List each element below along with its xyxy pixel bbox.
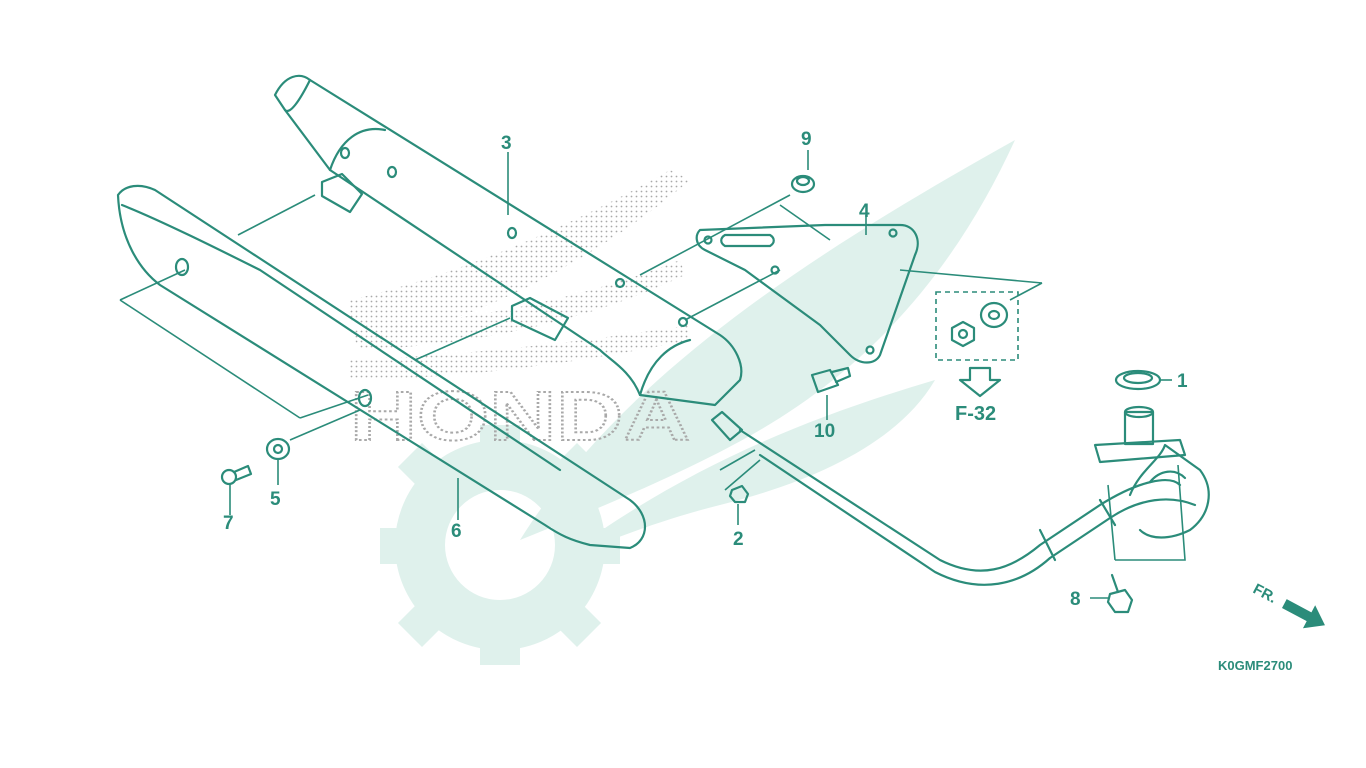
part-label-8: 8 (1070, 589, 1081, 610)
screw-part-7 (220, 464, 253, 486)
exhaust-flange (1093, 405, 1187, 464)
front-marker-label: FR. (1250, 581, 1279, 607)
part-label-1: 1 (1177, 371, 1188, 392)
exhaust-pipe (738, 428, 1210, 586)
front-direction-marker: FR. (1250, 581, 1325, 629)
diagram-code: K0GMF2700 (1218, 658, 1292, 673)
part-label-4: 4 (859, 201, 870, 222)
part-label-3: 3 (501, 133, 512, 154)
heat-protector-part-6 (116, 184, 646, 550)
reference-arrow-icon (958, 366, 1002, 398)
bolt-part-8 (1106, 573, 1134, 614)
nut-part-2 (728, 484, 750, 504)
muffler-part-3 (273, 74, 744, 442)
honda-logo-watermark: HONDA (348, 170, 691, 456)
bolt-part-10 (810, 366, 852, 394)
nut-part-5 (265, 437, 291, 461)
nut-part-9 (790, 174, 816, 194)
leader-lines (119, 150, 1186, 599)
front-arrow-icon (1281, 599, 1325, 629)
part-label-2: 2 (733, 529, 744, 550)
part-label-7: 7 (223, 513, 234, 534)
part-label-9: 9 (801, 129, 812, 150)
part-label-6: 6 (451, 521, 462, 542)
part-label-10: 10 (814, 421, 835, 442)
reference-detail-box (935, 291, 1019, 361)
page-reference: F-32 (955, 403, 996, 425)
part-label-5: 5 (270, 489, 281, 510)
seal-ring-part-1 (1114, 369, 1162, 391)
